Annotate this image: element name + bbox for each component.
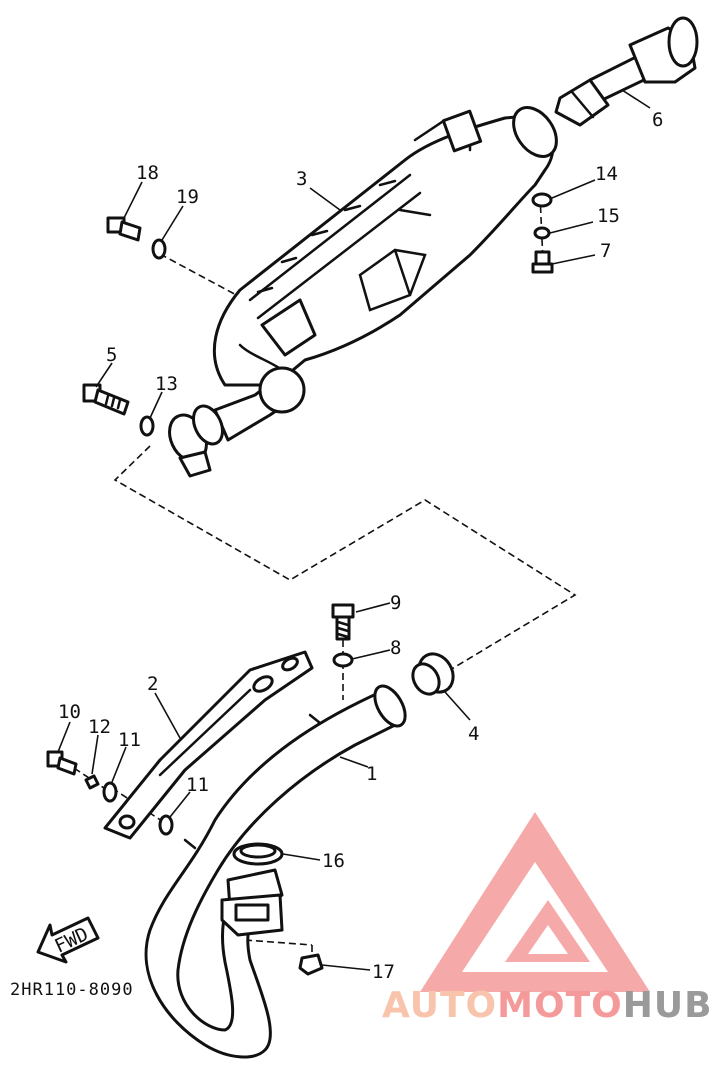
callout-5: 5: [106, 344, 117, 366]
callout-19: 19: [176, 186, 199, 208]
washer-part-15: [533, 226, 551, 240]
muffler-part-3: [168, 106, 558, 478]
callout-2: 2: [147, 673, 158, 695]
callout-labels: 18 19 3 6 14 15 7 5 13 9 8 4 2 1 10 12 1…: [58, 109, 663, 983]
washer-part-19: [151, 238, 167, 260]
callout-7: 7: [600, 240, 611, 262]
washer-part-14: [531, 192, 553, 208]
callout-3: 3: [296, 168, 307, 190]
callout-9: 9: [390, 592, 401, 614]
callout-12: 12: [88, 716, 111, 738]
callout-6: 6: [652, 109, 663, 131]
callout-4: 4: [468, 723, 479, 745]
bolt-part-9: [331, 603, 355, 641]
drawing-code: 2HR110-8090: [10, 980, 134, 1000]
watermark-logo: [420, 812, 650, 992]
silencer-end-part-6: [554, 16, 699, 127]
watermark-text-moto: MOTO: [497, 985, 623, 1026]
collar-part-11-a: [102, 781, 118, 803]
callout-1: 1: [366, 763, 377, 785]
bolt-part-5: [82, 383, 130, 416]
flange-joint: [220, 868, 284, 937]
fwd-arrow-icon: FWD: [36, 916, 100, 964]
nut-part-17: [298, 953, 324, 976]
washer-part-8: [332, 652, 354, 668]
callout-14: 14: [595, 163, 618, 185]
bracket-part-2: [103, 650, 314, 840]
callout-10: 10: [58, 701, 81, 723]
gasket-part-16: [232, 842, 284, 866]
callout-18: 18: [136, 162, 159, 184]
watermark-text-auto: AUTO: [382, 985, 497, 1026]
callout-15: 15: [597, 205, 620, 227]
washer-part-10: [46, 750, 78, 776]
leader-lines: [57, 89, 651, 971]
callout-11-a: 11: [118, 729, 141, 751]
callout-17: 17: [372, 961, 395, 983]
callout-13: 13: [155, 373, 178, 395]
callout-16: 16: [322, 850, 345, 872]
watermark-text-hub: HUB: [623, 985, 710, 1026]
callout-11-b: 11: [186, 774, 209, 796]
spring-washer-part-12: [84, 774, 100, 790]
callout-8: 8: [390, 637, 401, 659]
bolt-part-18: [106, 216, 142, 242]
collar-part-11-b: [158, 814, 174, 836]
washer-part-13: [139, 415, 155, 437]
bolt-part-7: [531, 250, 554, 274]
watermark-text: AUTOMOTOHUB: [382, 985, 710, 1026]
exhaust-pipe-part-1: [144, 684, 407, 1059]
gasket-part-4: [411, 652, 455, 696]
